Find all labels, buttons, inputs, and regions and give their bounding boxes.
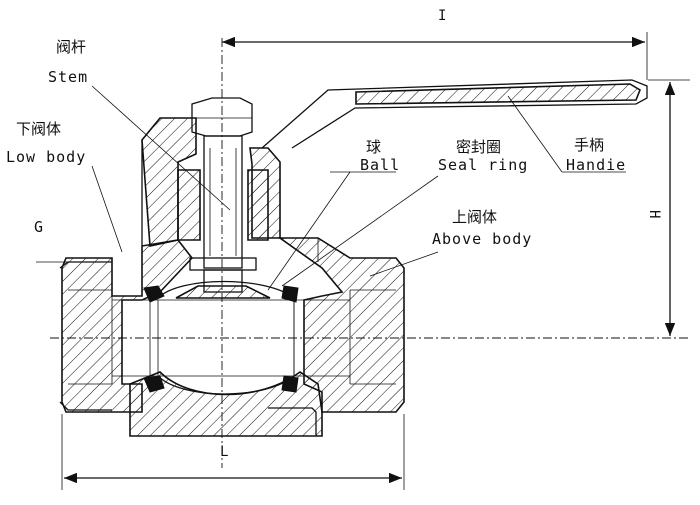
dimension-L <box>61 414 405 490</box>
low-body-label-en: Low body <box>6 148 86 166</box>
seal-rings <box>143 285 299 393</box>
dimension-H-label: H <box>646 210 662 218</box>
dimension-I-label: I <box>438 8 446 24</box>
stem-label-cn: 阀杆 <box>56 38 86 56</box>
above-body-label-cn: 上阀体 <box>452 208 497 226</box>
ball-label-en: Ball <box>360 156 400 174</box>
thread-label: G <box>34 218 44 236</box>
above-body-label-en: Above body <box>432 230 532 248</box>
leader-lines <box>36 85 626 291</box>
bonnet <box>141 117 281 247</box>
dimension-H <box>648 79 690 336</box>
handle-label-en: Handie <box>566 156 626 174</box>
handle-label-cn: 手柄 <box>574 136 604 154</box>
ball-label-cn: 球 <box>366 138 381 156</box>
dimension-L-label: L <box>220 444 228 460</box>
stem <box>189 97 257 293</box>
handle <box>261 79 648 149</box>
dimension-I <box>222 32 648 80</box>
stem-label-en: Stem <box>48 68 88 86</box>
seal-ring-label-en: Seal ring <box>438 156 528 174</box>
seal-ring-label-cn: 密封圈 <box>456 138 501 156</box>
low-body-label-cn: 下阀体 <box>16 120 61 138</box>
